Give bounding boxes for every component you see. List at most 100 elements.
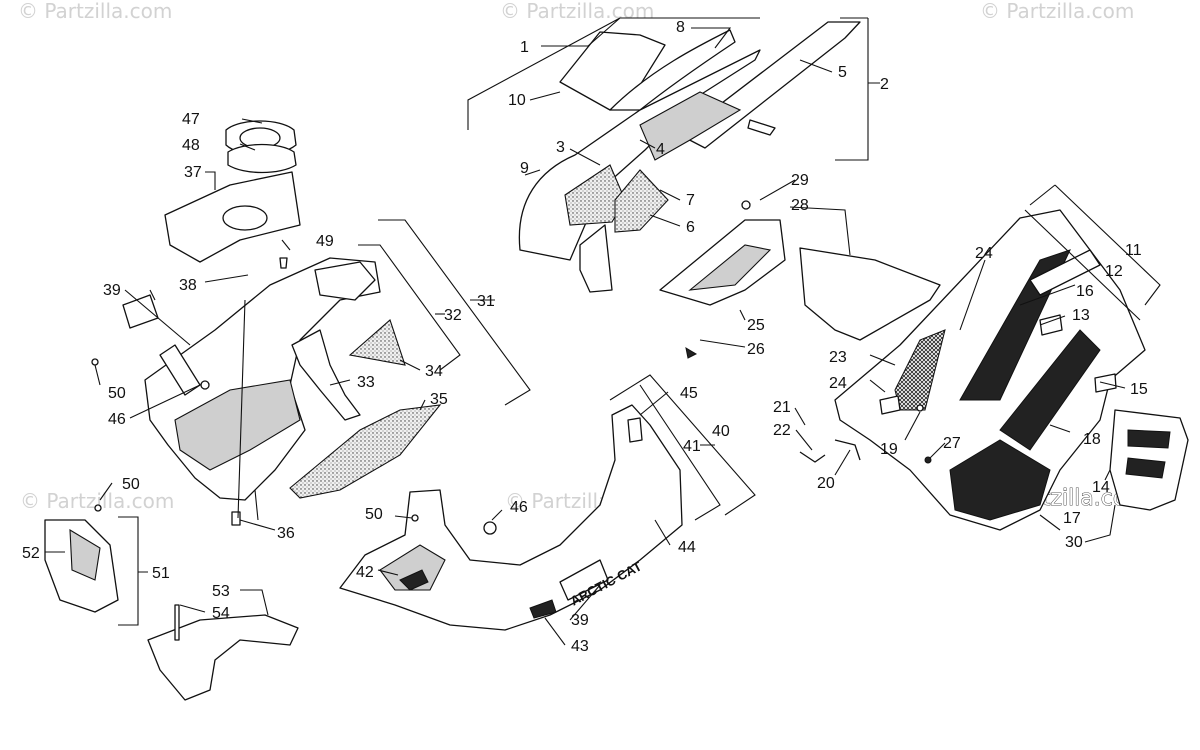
callout-38: 38 [179,277,197,294]
callout-10: 10 [508,92,526,109]
callout-7: 7 [686,192,695,209]
lower-vent-slot [1125,457,1166,479]
belly-pan-vent [399,569,429,591]
callout-51: 51 [152,565,170,582]
callout-13: 13 [1072,307,1090,324]
lower-left-assembly [44,504,299,701]
hood-inner-part [639,91,742,161]
callout-17: 17 [1063,510,1081,527]
brand-plate-part [559,559,609,601]
column-mount-part [314,261,376,301]
steering-post-part [291,329,361,421]
fastener-part [279,257,288,269]
side-panel-part [614,169,669,233]
lower-vent-slot [1127,429,1171,449]
callout-31: 31 [477,293,495,310]
fastener-part [231,511,241,526]
sticker-part [122,294,159,329]
callout-11: 11 [1125,242,1142,259]
callout-30: 30 [1065,534,1083,551]
callout-47: 47 [182,111,200,128]
callout-26: 26 [747,341,765,358]
side-plate-part [799,247,941,341]
callout-49: 49 [316,233,334,250]
callout-46: 46 [510,499,528,516]
callout-54: 54 [212,605,230,622]
gauge-gasket-part [227,143,297,174]
callout-46: 46 [108,411,126,428]
callout-1: 1 [520,39,529,56]
callout-8: 8 [676,19,685,36]
callout-28: 28 [791,197,809,214]
screw-part [916,404,924,412]
side-panel-lower [949,439,1051,521]
callout-numbers: 1 2 3 4 5 6 7 8 9 10 11 12 13 14 15 16 1… [22,19,1148,655]
side-panel-decal [1029,249,1101,296]
hood-clip-part [747,119,776,136]
callout-50: 50 [365,506,383,523]
windshield-assembly [518,21,861,293]
belly-pan-recess [379,544,446,591]
side-mesh-part [348,319,406,366]
clip-part [1039,314,1063,336]
belly-pan-vent [529,599,557,619]
screw-part [411,514,419,522]
windshield-frame-part [609,29,736,111]
callout-29: 29 [791,172,809,189]
callout-39: 39 [571,612,589,629]
leader-lines [45,17,1161,646]
watermark-text: © Partzilla.com [18,0,172,23]
callout-36: 36 [277,525,295,542]
watermark-text: © Partzilla.com [500,0,654,23]
callout-5: 5 [838,64,847,81]
callout-20: 20 [817,475,835,492]
callout-25: 25 [747,317,765,334]
clip-part [879,395,901,415]
callout-18: 18 [1083,431,1101,448]
screw-part [91,358,99,366]
callout-44: 44 [678,539,696,556]
callout-48: 48 [182,137,200,154]
callout-21: 21 [773,399,791,416]
callout-15: 15 [1130,381,1148,398]
callout-9: 9 [520,160,529,177]
callout-43: 43 [571,638,589,655]
watermark-text: © Partzilla.com [980,0,1134,23]
callout-37: 37 [184,164,202,181]
console-hole [222,205,268,231]
callout-24: 24 [829,375,847,392]
callout-53: 53 [212,583,230,600]
callout-35: 35 [430,391,448,408]
callout-39: 39 [103,282,121,299]
callout-23: 23 [829,349,847,366]
callout-6: 6 [686,219,695,236]
side-bracket-part [659,219,786,306]
washer-part [741,200,751,210]
right-side-assembly [659,200,1189,531]
side-bracket-inner [688,244,772,291]
side-panel-graphic [999,329,1101,451]
callout-42: 42 [356,564,374,581]
screw-part [174,604,180,641]
callout-33: 33 [357,374,375,391]
screw-part [94,504,102,512]
callout-19: 19 [880,441,898,458]
callout-4: 4 [656,141,665,158]
callout-41: 41 [683,438,701,455]
wire-part [834,439,861,461]
callout-14: 14 [1092,479,1110,496]
clip-part [627,417,643,443]
callout-50: 50 [108,385,126,402]
lower-mesh-part [289,404,442,499]
side-skirt-part [579,224,613,293]
grommet-part [483,521,497,535]
upper-pan-floor [174,379,301,471]
callout-16: 16 [1076,283,1094,300]
callout-12: 12 [1105,263,1123,280]
side-panel-inner [69,528,101,581]
callout-34: 34 [425,363,443,380]
callout-24: 24 [975,245,993,262]
callout-2: 2 [880,76,889,93]
upper-left-assembly [91,120,442,526]
